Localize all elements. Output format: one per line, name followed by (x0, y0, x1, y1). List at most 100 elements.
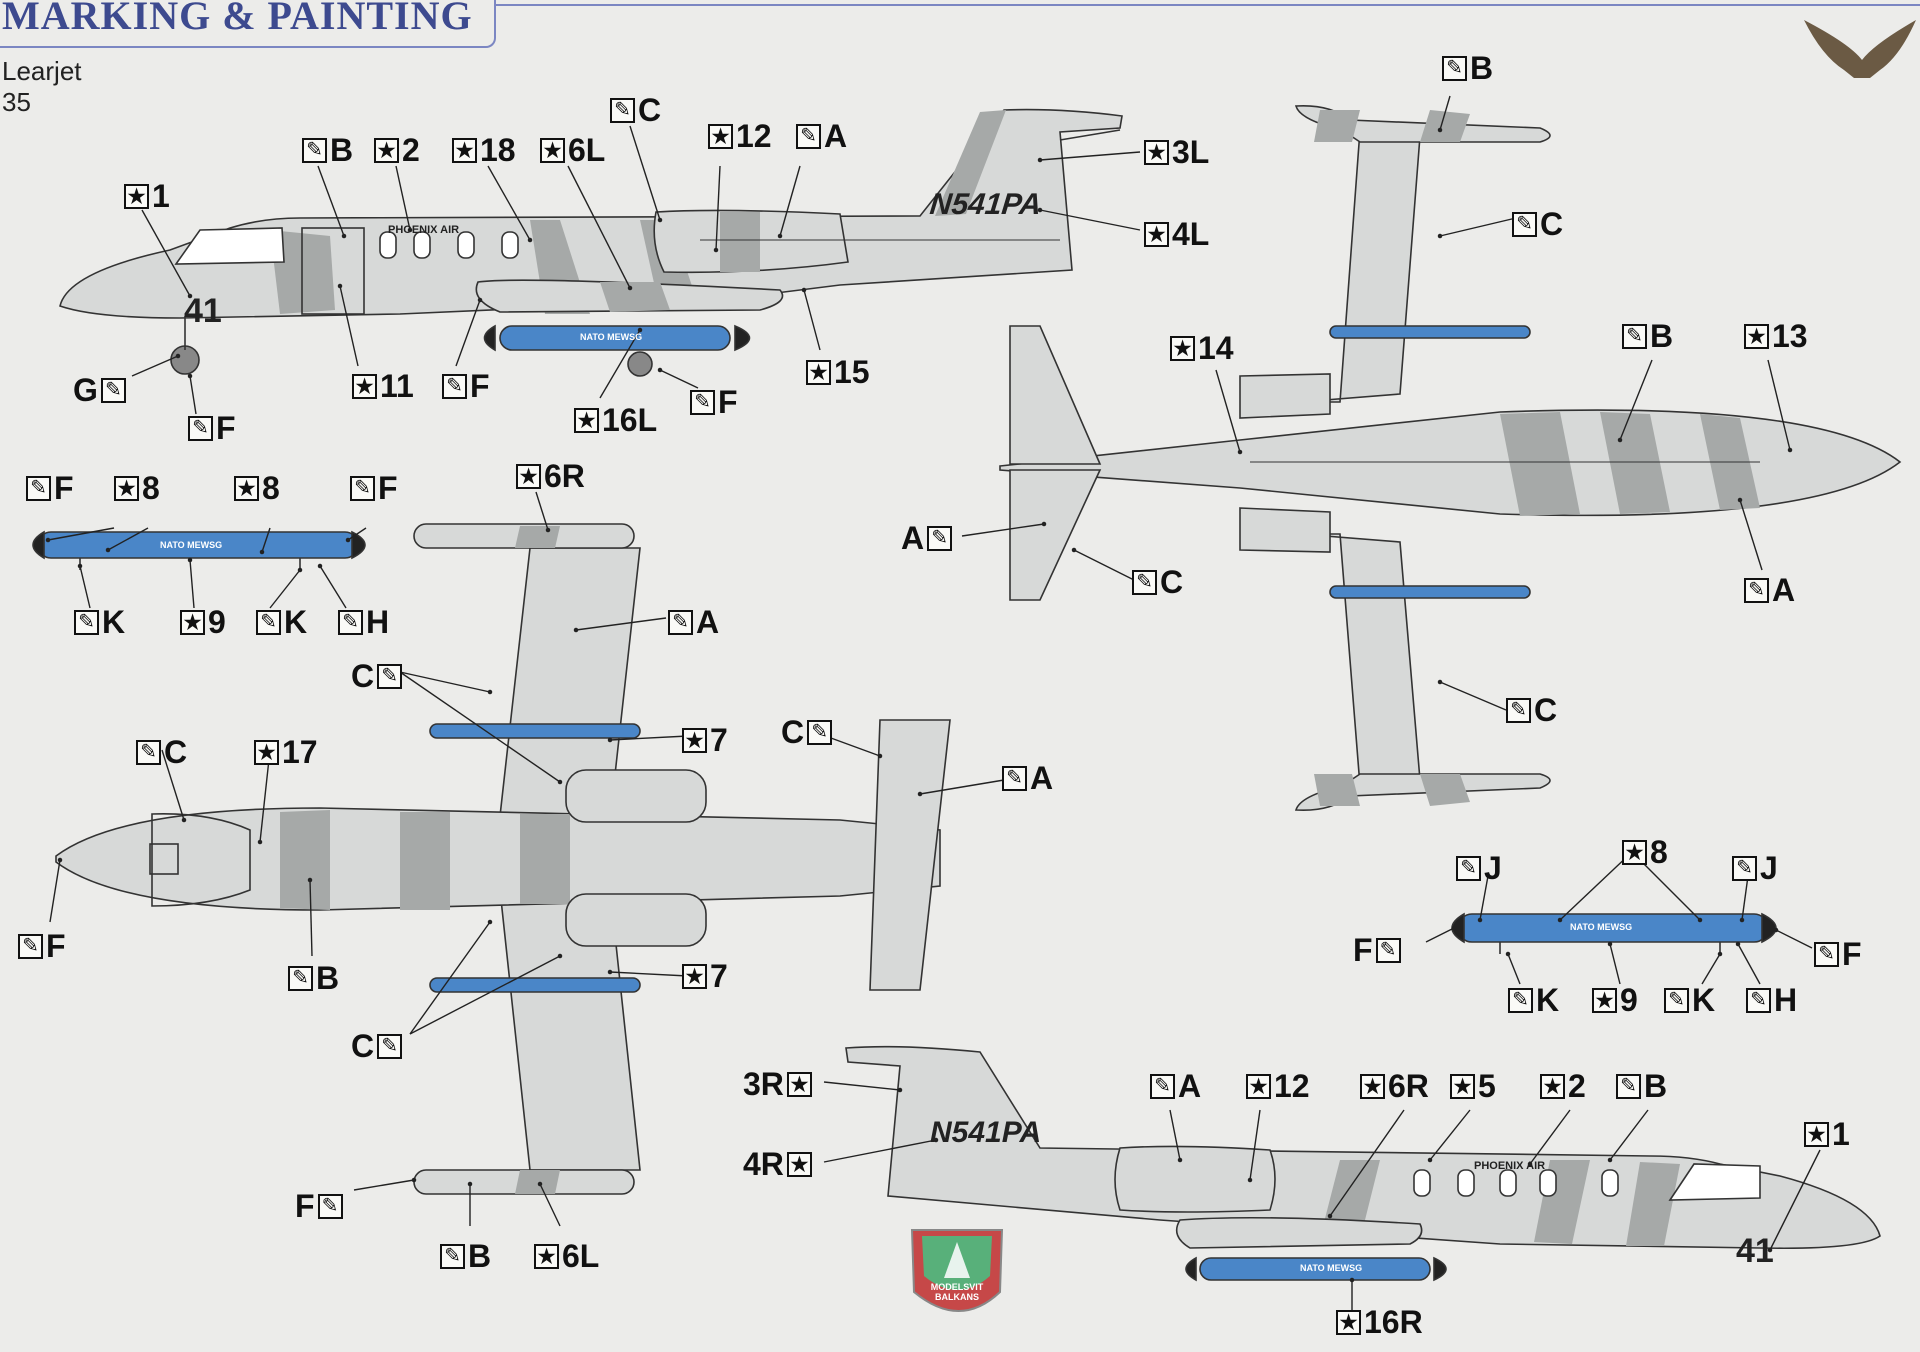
callout-label: 4L (1172, 216, 1210, 252)
callout-decal-3r: 3R★ (740, 1068, 812, 1100)
callout-label: K (1536, 982, 1560, 1018)
callout-label: H (1774, 982, 1798, 1018)
decal-star-icon: ★ (1744, 323, 1769, 349)
callout-label: 11 (380, 368, 414, 404)
callout-label: 12 (736, 118, 772, 154)
paint-brush-icon: ✎ (1442, 55, 1467, 81)
decal-star-icon: ★ (534, 1243, 559, 1269)
decal-star-icon: ★ (1450, 1073, 1475, 1099)
decal-star-icon: ★ (786, 1071, 812, 1097)
decal-star-icon: ★ (708, 123, 733, 149)
callout-paint-c: C✎ (778, 716, 833, 748)
page-title: MARKING & PAINTING (2, 0, 473, 38)
callout-paint-c: ✎C (1132, 566, 1186, 598)
operator-text-left: PHOENIX AIR (388, 224, 460, 236)
decal-star-icon: ★ (114, 475, 139, 501)
callout-label: B (1644, 1068, 1668, 1104)
callout-label: 7 (710, 958, 728, 994)
decal-star-icon: ★ (540, 137, 565, 163)
callout-decal-1: ★1 (1804, 1118, 1853, 1150)
callout-decal-3l: ★3L (1144, 136, 1212, 168)
callout-paint-f: ✎F (18, 930, 69, 962)
leader-lines (45, 95, 1821, 1316)
paint-brush-icon: ✎ (188, 415, 213, 441)
callout-paint-b: ✎B (440, 1240, 494, 1272)
registration-left: N541PA (928, 188, 1043, 221)
callout-paint-f: ✎F (1814, 938, 1865, 970)
paint-brush-icon: ✎ (1512, 211, 1537, 237)
paint-brush-icon: ✎ (690, 389, 715, 415)
paint-brush-icon: ✎ (136, 739, 161, 765)
decal-star-icon: ★ (124, 183, 149, 209)
callout-paint-c: ✎C (1512, 208, 1566, 240)
callout-paint-k: ✎K (1508, 984, 1562, 1016)
callout-decal-4l: ★4L (1144, 218, 1212, 250)
top-view (999, 104, 1902, 812)
callout-label: B (330, 132, 354, 168)
decal-star-icon: ★ (1540, 1073, 1565, 1099)
paint-brush-icon: ✎ (1622, 323, 1647, 349)
callout-paint-c: ✎C (1506, 694, 1560, 726)
decal-star-icon: ★ (1804, 1121, 1829, 1147)
callout-label: A (824, 118, 848, 154)
decal-star-icon: ★ (516, 463, 541, 489)
callout-decal-1: ★1 (124, 180, 173, 212)
callout-label: 3R (743, 1066, 784, 1102)
callout-label: 5 (1478, 1068, 1496, 1104)
callout-decal-2: ★2 (374, 134, 423, 166)
callout-paint-k: ✎K (256, 606, 310, 638)
decal-star-icon: ★ (254, 739, 279, 765)
decal-star-icon: ★ (1144, 139, 1169, 165)
decal-star-icon: ★ (682, 963, 707, 989)
callout-paint-f: F✎ (292, 1190, 343, 1222)
callout-paint-k: ✎K (74, 606, 128, 638)
callout-label: F (718, 384, 738, 420)
callout-paint-f: F✎ (1350, 934, 1401, 966)
callout-label: 15 (834, 354, 870, 390)
callout-decal-16r: ★16R (1336, 1306, 1426, 1338)
callout-decal-8: ★8 (114, 472, 163, 504)
callout-label: F (46, 928, 66, 964)
callout-paint-b: ✎B (1622, 320, 1676, 352)
callout-label: 7 (710, 722, 728, 758)
callout-label: 14 (1198, 330, 1234, 366)
callout-label: 17 (282, 734, 318, 770)
callout-label: C (164, 734, 188, 770)
callout-label: 6R (1388, 1068, 1429, 1104)
decal-star-icon: ★ (574, 407, 599, 433)
callout-decal-6r: ★6R (1360, 1070, 1432, 1102)
callout-decal-16l: ★16L (574, 404, 660, 436)
callout-label: F (216, 410, 236, 446)
callout-paint-a: A✎ (898, 522, 953, 554)
callout-label: A (1030, 760, 1054, 796)
callout-decal-18: ★18 (452, 134, 519, 166)
paint-brush-icon: ✎ (1732, 855, 1757, 881)
pod-text-3: NATO MEWSG (1570, 922, 1633, 932)
callout-label: F (470, 368, 490, 404)
callout-label: F (1842, 936, 1862, 972)
logo-line1: MODELSVIT (930, 1282, 984, 1292)
callout-label: 6R (544, 458, 585, 494)
callout-label: J (1484, 850, 1502, 886)
callout-paint-b: ✎B (302, 134, 356, 166)
callout-label: C (351, 658, 375, 694)
paint-brush-icon: ✎ (1132, 569, 1157, 595)
callout-label: C (1160, 564, 1184, 600)
pod-text-2: NATO MEWSG (160, 540, 223, 550)
paint-brush-icon: ✎ (338, 609, 363, 635)
decal-star-icon: ★ (1336, 1309, 1361, 1335)
callout-label: 8 (142, 470, 160, 506)
decal-star-icon: ★ (374, 137, 399, 163)
callout-paint-h: ✎H (338, 606, 392, 638)
paint-brush-icon: ✎ (1150, 1073, 1175, 1099)
paint-brush-icon: ✎ (1616, 1073, 1641, 1099)
callout-label: 1 (152, 178, 170, 214)
callout-label: C (638, 92, 662, 128)
registration-right: N541PA (930, 1116, 1042, 1149)
callout-paint-j: ✎J (1456, 852, 1505, 884)
callout-decal-2: ★2 (1540, 1070, 1589, 1102)
logo-text: MODELSVIT BALKANS (916, 1282, 998, 1302)
pod-text-1: NATO MEWSG (580, 332, 643, 342)
decal-star-icon: ★ (1622, 839, 1647, 865)
